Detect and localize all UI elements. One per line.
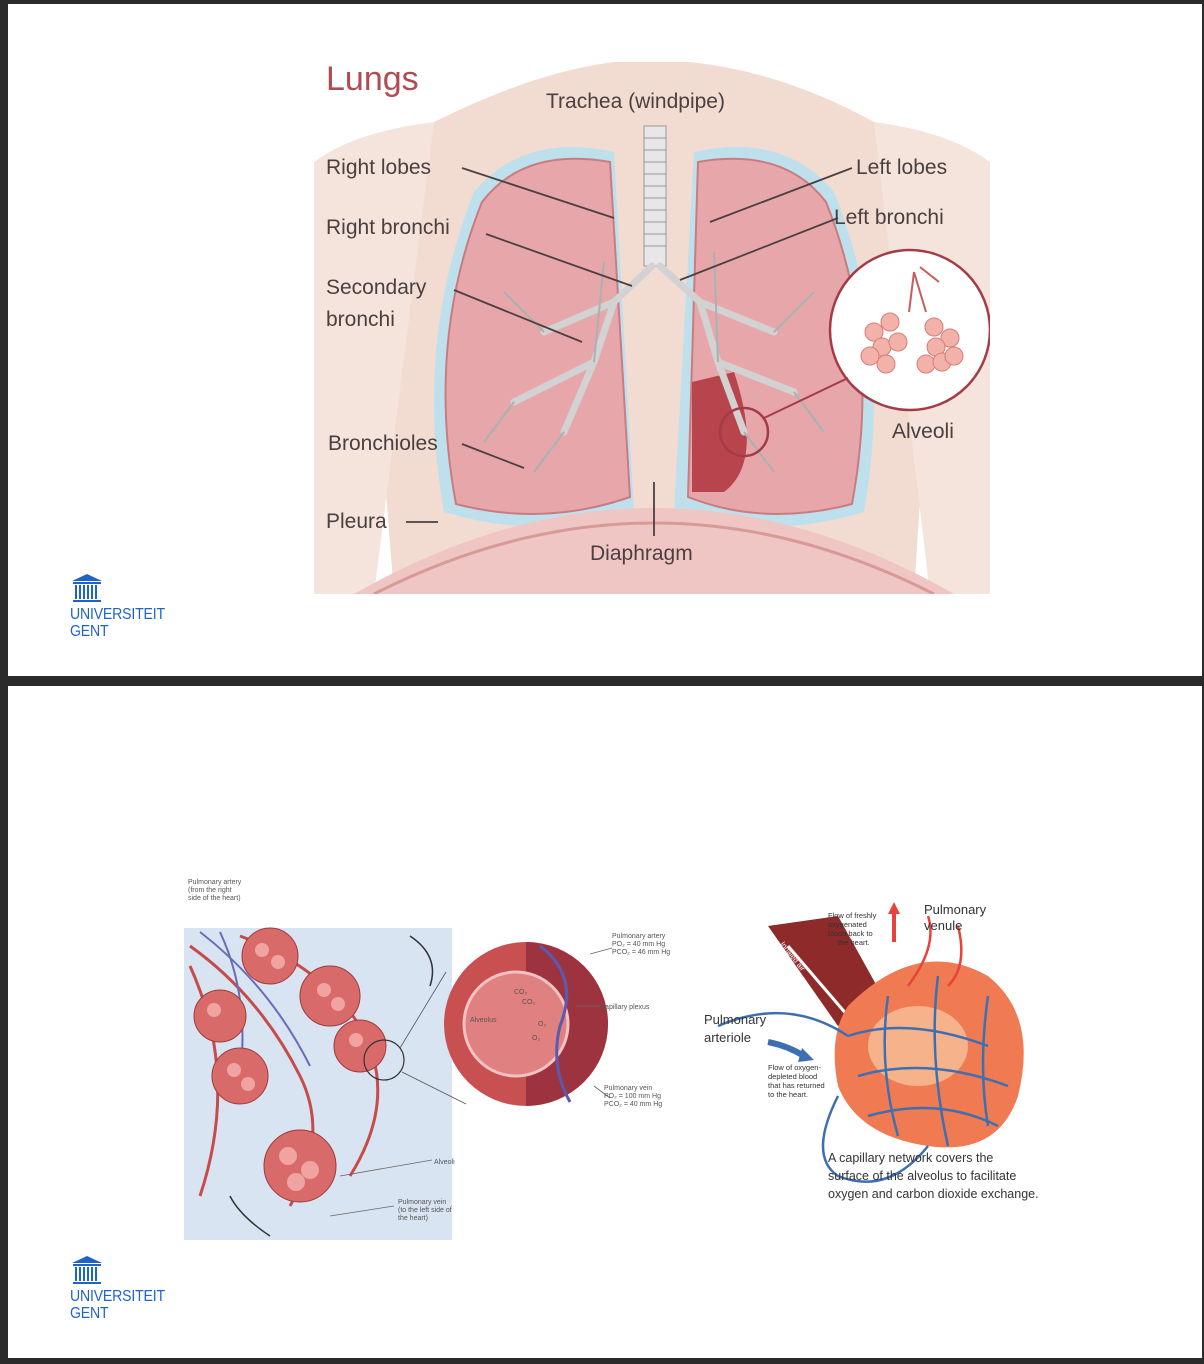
label-alveolus: Alveolus bbox=[470, 1017, 497, 1024]
ugent-logo: UNIVERSITEIT GENT bbox=[70, 572, 180, 640]
label-diaphragm: Diaphragm bbox=[590, 542, 693, 565]
university-building-icon bbox=[72, 574, 102, 602]
alveoli-gas-exchange-diagram: Pulmonary artery (from the right side of… bbox=[184, 879, 670, 1240]
label-flow-oxygenated-2: oxygenated bbox=[828, 920, 867, 929]
logo-text-line2: GENT bbox=[70, 623, 109, 640]
label-capillary-plexus: Capillary plexus bbox=[600, 1004, 650, 1011]
logo-text-line1: UNIVERSITEIT bbox=[70, 606, 165, 623]
label-pulmonary-venule-1: Pulmonary bbox=[924, 902, 987, 917]
label-flow-oxygenated-4: the heart. bbox=[838, 938, 870, 947]
capillary-network-diagram: Pulmonary venule Flow of freshly oxygena… bbox=[704, 902, 1039, 1201]
label-o2-b: O₂ bbox=[532, 1035, 540, 1042]
label-left-bronchi: Left bronchi bbox=[834, 206, 944, 229]
label-vein-1: Pulmonary vein bbox=[398, 1199, 446, 1206]
label-trachea: Trachea (windpipe) bbox=[546, 90, 725, 113]
label-pulmonary-arteriole-2: arteriole bbox=[704, 1030, 751, 1045]
caption-line-3: oxygen and carbon dioxide exchange. bbox=[828, 1187, 1039, 1201]
lungs-title: Lungs bbox=[326, 60, 419, 98]
label-pulmonary-arteriole-1: Pulmonary bbox=[704, 1012, 767, 1027]
logo-text-line2: GENT bbox=[70, 1305, 109, 1322]
label-pa-2: PO₂ = 40 mm Hg bbox=[612, 941, 665, 948]
label-flow-oxygenated-3: blood back to bbox=[828, 929, 873, 938]
label-flow-depleted-1: Flow of oxygen- bbox=[768, 1063, 821, 1072]
label-left-lobes: Left lobes bbox=[856, 156, 947, 179]
label-vein-3: the heart) bbox=[398, 1215, 428, 1222]
logo-text-line1: UNIVERSITEIT bbox=[70, 1288, 165, 1305]
label-pa-1: Pulmonary artery bbox=[612, 933, 666, 940]
label-bronchioles: Bronchioles bbox=[328, 432, 438, 455]
label-flow-depleted-2: depleted blood bbox=[768, 1072, 817, 1081]
label-alveoli-small: Alveoli bbox=[434, 1159, 455, 1166]
label-co2-a: CO₂ bbox=[514, 989, 528, 996]
label-pulmonary-venule-2: venule bbox=[924, 918, 962, 933]
label-pleura: Pleura bbox=[326, 510, 387, 533]
label-pulmonary-artery-from-2: (from the right bbox=[188, 887, 232, 894]
label-pulmonary-artery-from: Pulmonary artery bbox=[188, 879, 242, 886]
caption-line-2: surface of the alveolus to facilitate bbox=[828, 1169, 1016, 1183]
label-secondary-1: Secondary bbox=[326, 276, 427, 299]
lungs-diagram: Lungs Trachea (windpipe) Right lobes Rig… bbox=[314, 42, 990, 594]
ugent-logo-2: UNIVERSITEIT GENT bbox=[70, 1254, 180, 1322]
label-o2-a: O₂ bbox=[538, 1021, 546, 1028]
label-flow-depleted-4: to the heart. bbox=[768, 1090, 808, 1099]
label-secondary-2: bronchi bbox=[326, 308, 395, 331]
label-pv-3: PCO₂ = 40 mm Hg bbox=[604, 1101, 662, 1108]
label-flow-depleted-3: that has returned bbox=[768, 1081, 825, 1090]
label-co2-b: CO₂ bbox=[522, 999, 536, 1006]
label-pulmonary-artery-from-3: side of the heart) bbox=[188, 895, 241, 902]
label-pv-1: Pulmonary vein bbox=[604, 1085, 652, 1092]
label-alveoli: Alveoli bbox=[892, 420, 954, 443]
label-right-lobes: Right lobes bbox=[326, 156, 431, 179]
slide-2: Pulmonary artery (from the right side of… bbox=[8, 686, 1202, 1358]
label-flow-oxygenated-1: Flow of freshly bbox=[828, 911, 877, 920]
label-right-bronchi: Right bronchi bbox=[326, 216, 450, 239]
slide-1: Lungs Trachea (windpipe) Right lobes Rig… bbox=[8, 4, 1202, 676]
university-building-icon bbox=[72, 1256, 102, 1284]
caption-line-1: A capillary network covers the bbox=[828, 1151, 993, 1165]
label-pa-3: PCO₂ = 46 mm Hg bbox=[612, 949, 670, 956]
label-vein-2: (to the left side of bbox=[398, 1207, 452, 1214]
label-pv-2: PO₂ = 100 mm Hg bbox=[604, 1093, 661, 1100]
